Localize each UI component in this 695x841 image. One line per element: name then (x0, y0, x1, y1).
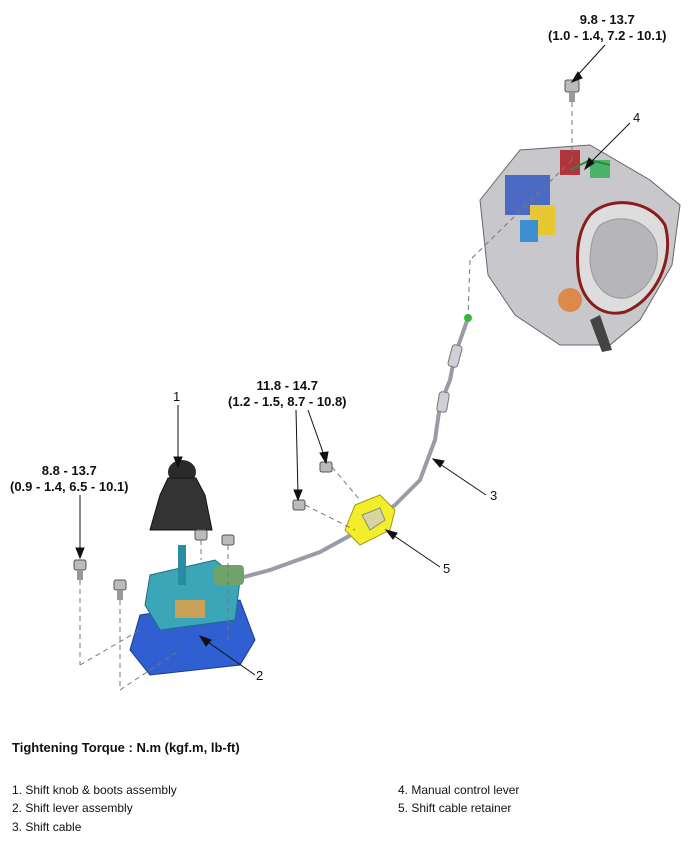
torque-heading: Tightening Torque : N.m (kgf.m, lb-ft) (12, 740, 240, 755)
shift-lever-assembly (129, 545, 256, 676)
legend-item-3: 3. Shift cable (12, 820, 82, 834)
callout-number-5: 5 (443, 561, 451, 576)
torque-callout-top-right: 9.8 - 13.7 (1.0 - 1.4, 7.2 - 10.1) (548, 12, 667, 44)
torque-nm: 8.8 - 13.7 (41, 463, 97, 478)
shift-cable-retainer (344, 494, 396, 546)
bolt-lever-2 (221, 534, 235, 546)
torque-alt: (1.0 - 1.4, 7.2 - 10.1) (548, 28, 667, 43)
torque-callout-left: 8.8 - 13.7 (0.9 - 1.4, 6.5 - 10.1) (10, 463, 129, 495)
callout-number-4: 4 (633, 110, 641, 125)
callout-number-3: 3 (490, 488, 498, 503)
shift-knob-boot (149, 460, 213, 531)
legend-item-1: 1. Shift knob & boots assembly (12, 783, 177, 797)
bolt-top-right (564, 79, 580, 102)
bolt-left-1 (73, 559, 87, 580)
exploded-diagram (73, 44, 681, 691)
torque-nm: 11.8 - 14.7 (256, 378, 318, 393)
torque-alt: (0.9 - 1.4, 6.5 - 10.1) (10, 479, 129, 494)
legend-item-5: 5. Shift cable retainer (398, 801, 512, 815)
legend-item-4: 4. Manual control lever (398, 783, 520, 797)
bolt-middle-lower (292, 499, 306, 511)
torque-alt: (1.2 - 1.5, 8.7 - 10.8) (228, 394, 347, 409)
legend-item-2: 2. Shift lever assembly (12, 801, 133, 815)
torque-callout-middle: 11.8 - 14.7 (1.2 - 1.5, 8.7 - 10.8) (228, 378, 347, 410)
torque-nm: 9.8 - 13.7 (579, 12, 635, 27)
bolt-left-2 (113, 579, 127, 600)
bolt-lever-1 (194, 529, 208, 541)
callout-number-1: 1 (173, 389, 181, 404)
alignment-lines (79, 102, 573, 691)
callout-arrows (75, 44, 631, 676)
callout-number-2: 2 (256, 668, 264, 683)
transaxle-assembly (479, 144, 681, 352)
